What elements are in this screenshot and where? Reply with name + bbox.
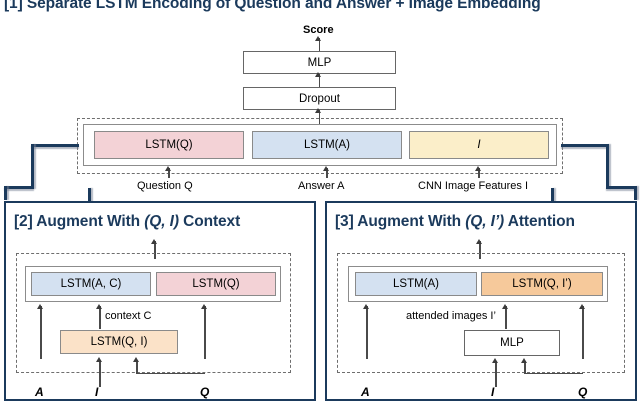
navy-connector-right-vertical [606,144,609,189]
top-mlp-label: MLP [307,56,332,69]
section-3-dashed-group [337,253,625,373]
connector-q-to-lstm-q-i-horiz [136,373,206,375]
arrowhead-q-to-lstm-q-i [133,357,140,362]
section-3-mlp-label: MLP [500,337,524,349]
top-lstm-a-label: LSTM(A) [304,139,350,151]
navy-connector-left-drop [4,186,7,200]
section-3-mlp-box: MLP [464,330,560,356]
arrowhead-a-to-lstm-a-right [363,304,370,309]
top-lstm-q-box: LSTM(Q) [94,131,244,159]
connector-image-to-features [478,168,480,178]
section-2-title: [2] Augment With (Q, I) Context [14,213,240,231]
connector-mlp-to-score [318,38,320,51]
section-2-input-q: Q [200,385,210,399]
connector-right-group-up [479,241,481,259]
arrowhead-q-to-lstm-q [201,304,208,309]
section-3-input-a: A [361,385,370,399]
arrowhead-q-to-mlp [521,358,528,363]
section-3-index: [3] [335,213,354,230]
connector-q-to-lstm-q-i-vert [136,360,138,374]
connector-left-group-up [154,241,156,259]
answer-input-label: Answer A [298,180,345,192]
section-3-input-q: Q [578,385,588,399]
arrowhead-i-to-lstm-q-i [96,357,103,362]
connector-q-to-mlp-vert [524,361,526,374]
section-3-title-em: (Q, I’) [465,213,505,230]
arrowhead-image-to-features [475,166,482,171]
section-2-lstm-q-box: LSTM(Q) [156,272,276,296]
arrowhead-mlp-to-score [315,36,322,41]
section-2-input-i: I [95,385,99,399]
arrowhead-dropout-to-mlp [315,72,322,77]
section-3-lstm-a-box: LSTM(A) [355,272,477,296]
section-3-attended-label: attended images I’ [406,310,496,322]
connector-attended-to-lstm [505,306,507,329]
question-input-label: Question Q [137,180,193,192]
arrowhead-question-to-lstm-q [165,166,172,171]
section-3-title-suffix: Attention [507,213,575,230]
section-2-title-prefix: Augment With [36,213,140,230]
connector-context-to-lstm-a-c [99,306,101,329]
section-1-title-text: Separate LSTM Encoding of Question and A… [26,0,541,12]
navy-connector-right-horizontal [561,144,609,147]
top-dropout-label: Dropout [299,92,340,105]
navy-connector-left-foot [4,186,34,189]
arrowhead-i-to-mlp [492,358,499,363]
arrowhead-a-to-lstm-a-c [37,304,44,309]
navy-connector-left-vertical [31,144,34,189]
arrowhead-left-group-up [151,239,158,244]
section-2-title-suffix: Context [183,213,241,230]
top-lstm-a-box: LSTM(A) [252,131,402,159]
connector-a-to-lstm-a-c [40,306,42,359]
connector-dropout-to-mlp [318,74,320,87]
section-3-lstm-q-iprime-label: LSTM(Q, I’) [512,278,572,290]
section-3-input-i: I [491,385,495,399]
section-2-index: [2] [14,213,33,230]
top-image-features-label: I [477,139,481,151]
section-3-lstm-a-label: LSTM(A) [393,278,439,290]
connector-q-to-lstm-q-iprime [582,306,584,359]
connector-a-to-lstm-a-right [366,306,368,359]
section-2-lstm-a-c-label: LSTM(A, C) [60,278,122,290]
arrowhead-attended-to-lstm [502,304,509,309]
section-2-title-em: (Q, I) [144,213,179,230]
section-1-index: [1] [4,0,23,12]
section-2-lstm-q-label: LSTM(Q) [192,278,240,290]
connector-i-to-mlp [495,361,497,387]
arrowhead-answer-to-lstm-a [323,166,330,171]
navy-connector-right-foot [606,186,637,189]
navy-connector-left-horizontal [31,144,79,147]
section-2-dashed-group [16,253,291,373]
connector-answer-to-lstm-a [326,168,328,178]
connector-q-to-mlp-horiz [524,373,584,375]
section-2-lstm-q-i-label: LSTM(Q, I) [90,336,148,348]
cnn-image-features-input-label: CNN Image Features I [418,180,529,192]
arrowhead-context-to-lstm-a-c [96,304,103,309]
arrowhead-right-group-up [476,239,483,244]
connector-q-to-lstm-q [204,306,206,359]
section-2-lstm-q-i-box: LSTM(Q, I) [60,330,178,354]
section-2-lstm-a-c-box: LSTM(A, C) [31,272,151,296]
top-lstm-q-label: LSTM(Q) [145,139,193,151]
navy-stub-right-panel [551,188,554,202]
connector-i-to-lstm-q-i [99,360,101,387]
top-mlp-box: MLP [243,51,396,74]
navy-stub-left-panel [88,188,91,202]
top-image-features-box: I [409,131,549,159]
connector-encoders-to-dropout [318,110,320,124]
navy-connector-right-drop [634,186,637,200]
score-label: Score [303,24,334,36]
section-3-lstm-q-iprime-box: LSTM(Q, I’) [481,272,603,296]
section-3-title: [3] Augment With (Q, I’) Attention [335,213,575,231]
section-3-title-prefix: Augment With [357,213,461,230]
connector-question-to-lstm-q [168,168,170,178]
arrowhead-encoders-to-dropout [315,108,322,113]
top-dropout-box: Dropout [243,87,396,110]
arrowhead-q-to-lstm-q-iprime [579,304,586,309]
section-2-input-a: A [35,385,44,399]
section-2-context-label: context C [105,310,152,322]
section-1-title: [1] Separate LSTM Encoding of Question a… [4,0,541,13]
